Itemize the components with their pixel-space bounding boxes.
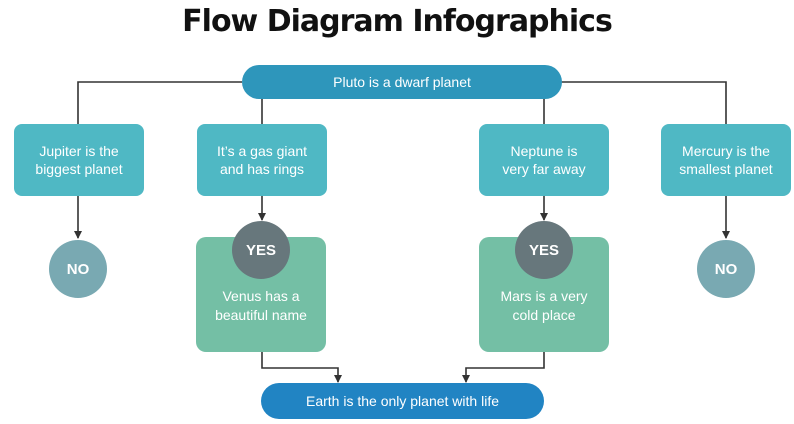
question-line: Mercury is the	[682, 143, 770, 159]
yes-circle-left: YES	[232, 221, 290, 279]
no-label: NO	[714, 260, 738, 278]
question-line: and has rings	[219, 161, 305, 177]
yes-label: YES	[528, 241, 559, 259]
question-box-neptune: Neptune is very far away	[479, 124, 609, 196]
question-line: smallest planet	[679, 161, 773, 177]
question-box-gas-giant: It’s a gas giant and has rings	[197, 124, 327, 196]
no-circle-left: NO	[49, 240, 107, 298]
answer-line: Venus has a	[222, 287, 300, 304]
question-line: Neptune is	[510, 143, 578, 159]
question-line: Jupiter is the	[39, 143, 119, 159]
answer-line: Mars is a very	[500, 287, 588, 304]
page-title: Flow Diagram Infographics	[182, 4, 613, 39]
question-box-mercury: Mercury is the smallest planet	[661, 124, 791, 196]
top-node-label: Pluto is a dwarf planet	[333, 74, 471, 90]
question-line: biggest planet	[35, 161, 123, 177]
top-node-pluto: Pluto is a dwarf planet	[242, 65, 562, 99]
question-box-jupiter: Jupiter is the biggest planet	[14, 124, 144, 196]
yes-label: YES	[245, 241, 276, 259]
question-line: very far away	[502, 161, 586, 177]
bottom-node-label: Earth is the only planet with life	[306, 393, 499, 409]
yes-circle-right: YES	[515, 221, 573, 279]
connector-left-outer	[77, 81, 242, 124]
connector-right-outer	[560, 81, 727, 124]
no-label: NO	[66, 260, 90, 278]
bottom-node-earth: Earth is the only planet with life	[261, 383, 544, 419]
answer-line: beautiful name	[215, 306, 307, 323]
no-circle-right: NO	[697, 240, 755, 298]
question-line: It’s a gas giant	[216, 143, 308, 159]
arrow-mars-earth	[462, 352, 545, 383]
arrow-venus-earth	[261, 352, 342, 383]
answer-line: cold place	[512, 306, 576, 323]
